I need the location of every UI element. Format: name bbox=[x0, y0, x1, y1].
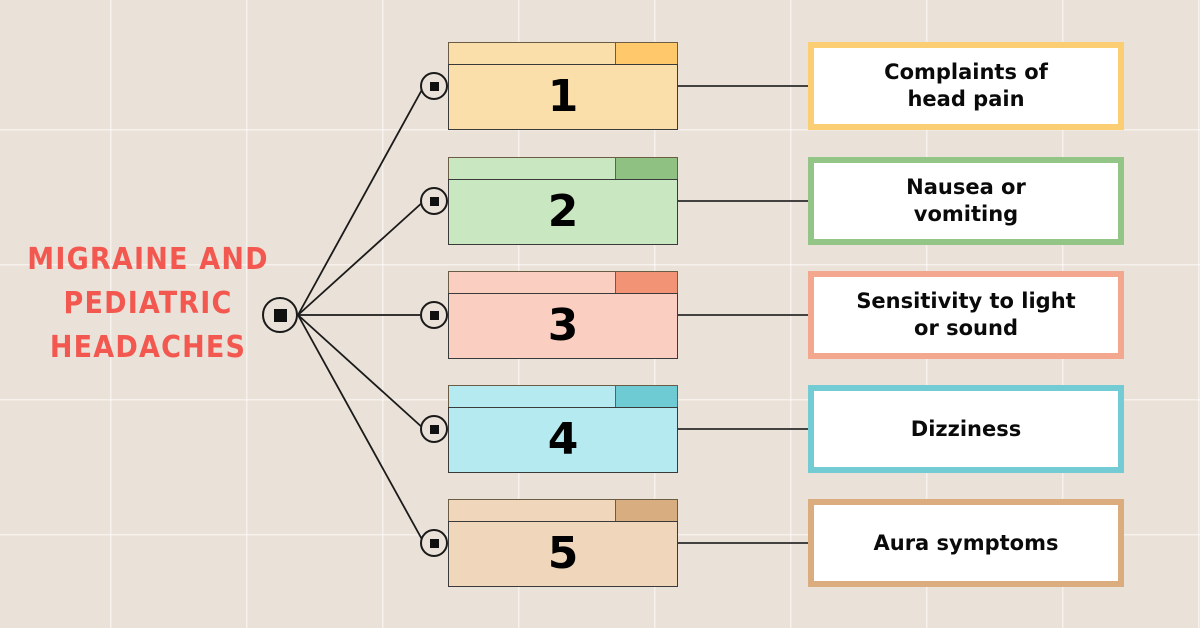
step-card-strip bbox=[448, 271, 678, 293]
step-label-2[interactable]: Nausea or vomiting bbox=[808, 157, 1124, 245]
strip-accent-segment bbox=[616, 500, 677, 521]
step-node-3[interactable] bbox=[420, 301, 448, 329]
node-square-icon bbox=[429, 310, 439, 320]
strip-accent-segment bbox=[616, 386, 677, 407]
node-square-icon bbox=[429, 81, 439, 91]
step-card-3[interactable]: 3 bbox=[448, 271, 678, 359]
strip-accent-segment bbox=[616, 272, 677, 293]
step-card-strip bbox=[448, 499, 678, 521]
step-node-1[interactable] bbox=[420, 72, 448, 100]
step-number: 2 bbox=[448, 179, 678, 245]
strip-light-segment bbox=[449, 158, 617, 179]
strip-accent-segment bbox=[616, 158, 677, 179]
step-label-text: Aura symptoms bbox=[873, 530, 1059, 555]
step-card-strip bbox=[448, 385, 678, 407]
step-number: 1 bbox=[448, 64, 678, 130]
step-number: 4 bbox=[448, 407, 678, 473]
step-card-5[interactable]: 5 bbox=[448, 499, 678, 587]
strip-accent-segment bbox=[616, 43, 677, 64]
step-label-5[interactable]: Aura symptoms bbox=[808, 499, 1124, 587]
step-label-text: Sensitivity to light or sound bbox=[856, 289, 1076, 340]
step-label-text: Complaints of head pain bbox=[884, 60, 1048, 111]
step-node-2[interactable] bbox=[420, 187, 448, 215]
hub-square-icon bbox=[273, 308, 287, 322]
node-square-icon bbox=[429, 538, 439, 548]
step-label-text: Dizziness bbox=[910, 416, 1022, 441]
step-node-5[interactable] bbox=[420, 529, 448, 557]
step-number: 5 bbox=[448, 521, 678, 587]
step-number: 3 bbox=[448, 293, 678, 359]
strip-light-segment bbox=[449, 272, 617, 293]
step-label-1[interactable]: Complaints of head pain bbox=[808, 42, 1124, 130]
strip-light-segment bbox=[449, 43, 617, 64]
step-node-4[interactable] bbox=[420, 415, 448, 443]
step-card-1[interactable]: 1 bbox=[448, 42, 678, 130]
step-label-3[interactable]: Sensitivity to light or sound bbox=[808, 271, 1124, 359]
step-label-4[interactable]: Dizziness bbox=[808, 385, 1124, 473]
step-label-text: Nausea or vomiting bbox=[906, 175, 1026, 226]
step-card-strip bbox=[448, 42, 678, 64]
node-square-icon bbox=[429, 196, 439, 206]
step-card-strip bbox=[448, 157, 678, 179]
page-title: MIGRAINE AND PEDIATRIC HEADACHES bbox=[27, 242, 269, 365]
step-card-4[interactable]: 4 bbox=[448, 385, 678, 473]
strip-light-segment bbox=[449, 386, 617, 407]
node-square-icon bbox=[429, 424, 439, 434]
step-card-2[interactable]: 2 bbox=[448, 157, 678, 245]
strip-light-segment bbox=[449, 500, 617, 521]
central-hub-node[interactable] bbox=[262, 297, 298, 333]
